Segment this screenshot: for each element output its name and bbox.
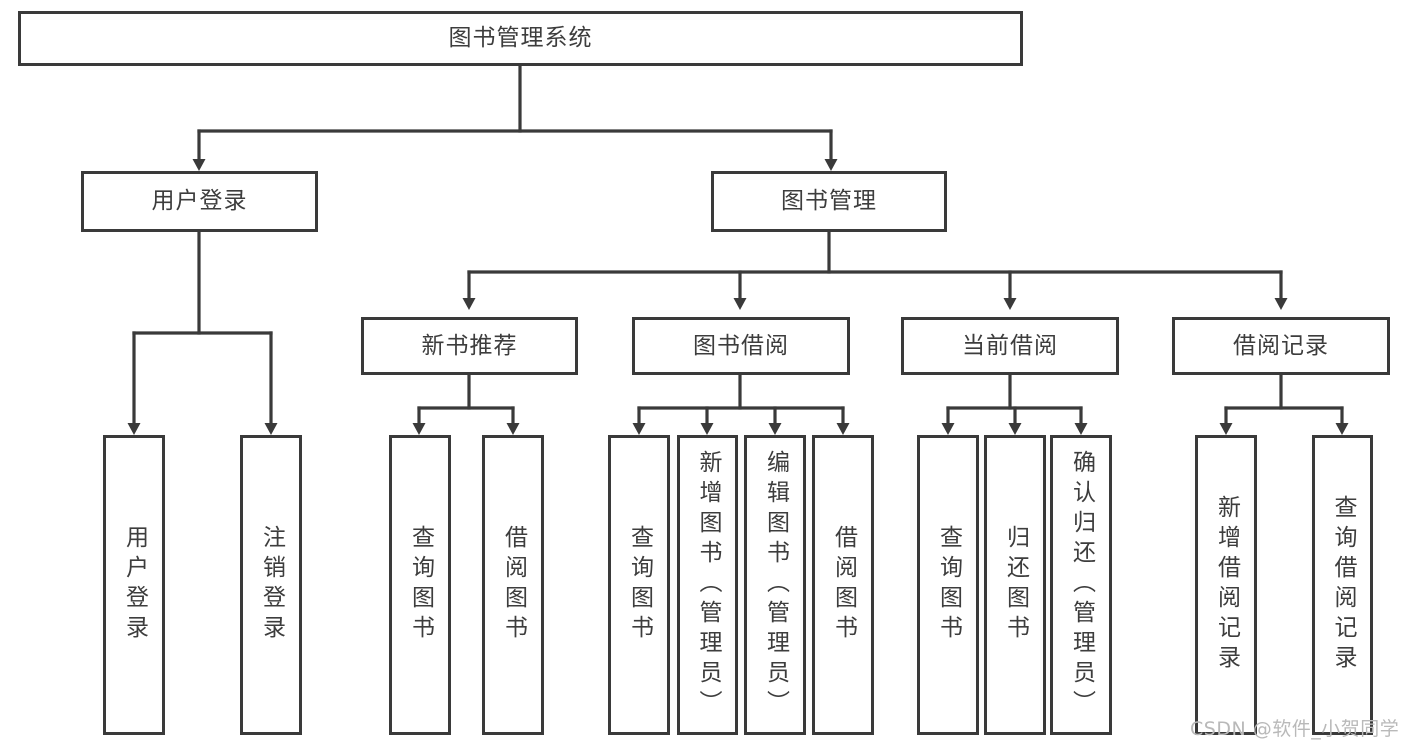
leaf-current-return-book[interactable]: 归还图书 — [984, 435, 1046, 735]
node-label: 借阅记录 — [1233, 332, 1329, 359]
node-label: 借阅图书 — [830, 525, 857, 645]
node-root-system[interactable]: 图书管理系统 — [18, 11, 1023, 66]
node-borrow-record[interactable]: 借阅记录 — [1172, 317, 1390, 375]
leaf-record-add[interactable]: 新增借阅记录 — [1195, 435, 1257, 735]
node-label: 用户登录 — [121, 525, 148, 645]
node-label: 查询借阅记录 — [1330, 495, 1356, 675]
node-current-borrow[interactable]: 当前借阅 — [901, 317, 1119, 375]
node-label: 注销登录 — [258, 525, 285, 645]
leaf-current-confirm-return[interactable]: 确认归还（管理员） — [1050, 435, 1112, 735]
node-label: 用户登录 — [151, 188, 248, 214]
watermark-text: CSDN @软件_小贺同学 — [1190, 718, 1400, 740]
node-label: 查询图书 — [407, 525, 434, 645]
leaf-user-login-login[interactable]: 用户登录 — [103, 435, 165, 735]
node-label: 图书管理 — [781, 188, 877, 214]
node-label: 新增图书（管理员） — [695, 450, 721, 720]
node-book-borrow[interactable]: 图书借阅 — [632, 317, 850, 375]
leaf-borrow-query-book[interactable]: 查询图书 — [608, 435, 670, 735]
node-user-login[interactable]: 用户登录 — [81, 171, 318, 232]
leaf-borrow-borrow-book[interactable]: 借阅图书 — [812, 435, 874, 735]
node-new-book-recommend[interactable]: 新书推荐 — [361, 317, 578, 375]
node-label: 查询图书 — [626, 525, 653, 645]
node-label: 图书管理系统 — [448, 25, 593, 51]
node-label: 新书推荐 — [421, 332, 518, 359]
leaf-record-query[interactable]: 查询借阅记录 — [1312, 435, 1373, 735]
node-label: 编辑图书（管理员） — [762, 450, 789, 720]
node-label: 图书借阅 — [693, 332, 789, 359]
node-label: 确认归还（管理员） — [1068, 450, 1095, 720]
node-book-management[interactable]: 图书管理 — [711, 171, 947, 232]
node-label: 查询图书 — [935, 525, 962, 645]
leaf-borrow-add-book[interactable]: 新增图书（管理员） — [677, 435, 738, 735]
leaf-new-book-borrow[interactable]: 借阅图书 — [482, 435, 544, 735]
leaf-new-book-query[interactable]: 查询图书 — [389, 435, 451, 735]
node-label: 新增借阅记录 — [1213, 495, 1240, 675]
leaf-user-login-logout[interactable]: 注销登录 — [240, 435, 302, 735]
node-label: 借阅图书 — [500, 525, 527, 645]
leaf-current-query-book[interactable]: 查询图书 — [917, 435, 979, 735]
leaf-borrow-edit-book[interactable]: 编辑图书（管理员） — [744, 435, 806, 735]
node-label: 归还图书 — [1002, 525, 1029, 645]
node-label: 当前借阅 — [962, 332, 1058, 359]
